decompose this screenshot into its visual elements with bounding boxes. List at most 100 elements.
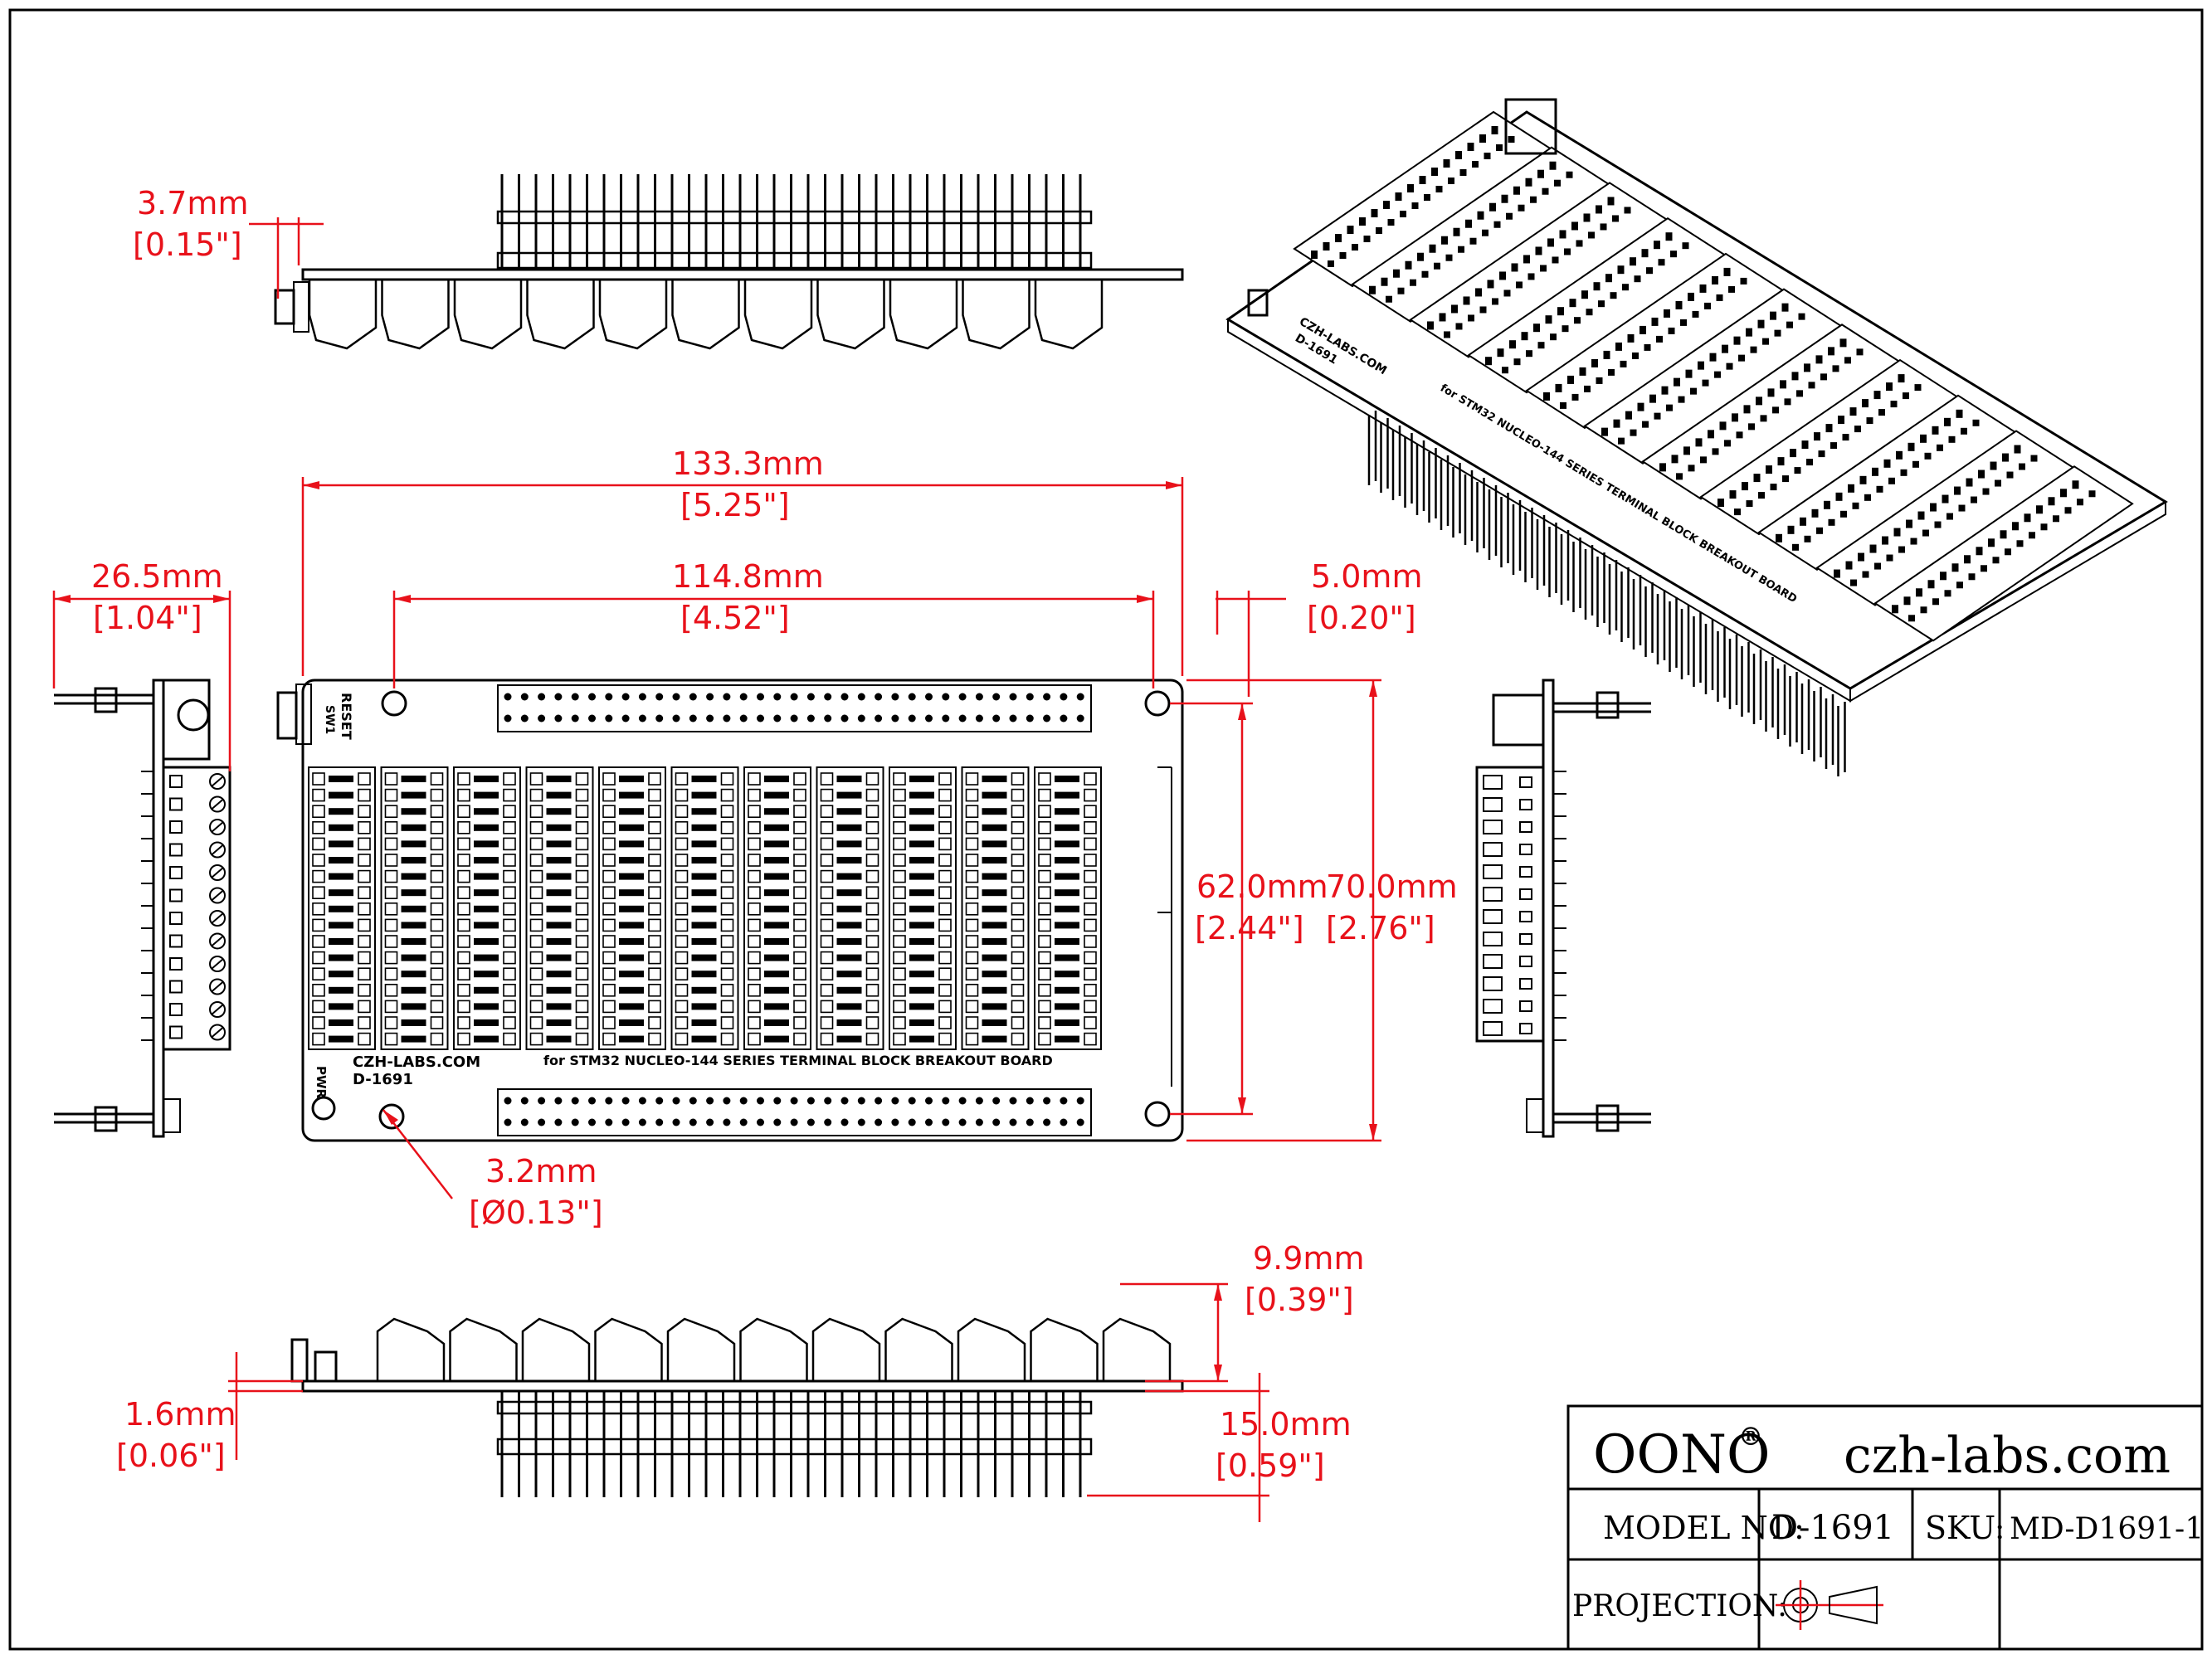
header-pad <box>621 1097 630 1105</box>
header-pad <box>942 693 950 701</box>
iso-terminal-cell <box>1698 361 1704 370</box>
terminal-screw <box>893 854 906 867</box>
header-pad <box>621 693 630 701</box>
terminal-label <box>546 889 572 897</box>
header-pad <box>806 1097 815 1105</box>
terminal-label <box>691 857 717 864</box>
terminal-opening <box>169 1025 183 1039</box>
iso-terminal-cell <box>1748 423 1755 431</box>
terminal-opening <box>1483 887 1503 902</box>
terminal-opening <box>1483 999 1503 1014</box>
terminal-screw <box>893 805 906 819</box>
screw-slot <box>211 798 224 810</box>
terminal-screw <box>312 837 325 851</box>
terminal-label <box>909 873 934 880</box>
terminal-label <box>764 776 789 782</box>
iso-terminal-cell <box>1624 207 1631 214</box>
terminal-label <box>836 954 862 961</box>
terminal-label <box>1055 1019 1079 1026</box>
iso-terminal-cell <box>1733 336 1741 345</box>
terminal-screw <box>865 918 879 932</box>
terminal-label <box>691 954 717 961</box>
terminal-screw <box>965 935 979 948</box>
iso-terminal-cell <box>1883 459 1891 468</box>
terminal-label <box>401 1003 426 1010</box>
terminal-label <box>474 1035 499 1043</box>
terminal-block-side <box>1034 278 1104 350</box>
terminal-screw <box>893 1016 906 1029</box>
terminal-screw <box>1011 1032 1025 1046</box>
terminal-clamp <box>1519 776 1532 788</box>
iso-terminal-cell <box>1411 202 1419 209</box>
reset-switch <box>276 691 298 740</box>
iso-terminal-cell <box>1782 475 1789 483</box>
terminal-screw <box>575 820 589 834</box>
iso-terminal-cell <box>1888 477 1895 484</box>
terminal-label <box>401 808 426 815</box>
terminal-label <box>1055 954 1079 961</box>
terminal-screw <box>358 854 371 867</box>
terminal-screw <box>938 967 952 980</box>
screw-slot <box>211 776 224 787</box>
terminal-screw <box>793 1000 806 1014</box>
iso-terminal-cell <box>1463 296 1470 305</box>
iso-terminal-cell <box>1892 605 1898 614</box>
iso-terminal-cell <box>1397 287 1405 294</box>
iso-reset-switch <box>1247 289 1269 317</box>
iso-terminal-cell <box>1502 367 1508 374</box>
dim-block-mm: 9.9mm <box>1253 1240 1364 1277</box>
iso-terminal-cell <box>1527 273 1535 280</box>
terminal-label <box>909 905 934 912</box>
iso-terminal-cell <box>2048 497 2055 506</box>
terminal-clamp <box>1519 956 1532 967</box>
terminal-label <box>1055 986 1079 994</box>
terminal-label <box>546 776 572 782</box>
terminal-label <box>691 922 717 929</box>
terminal-screw <box>602 820 616 834</box>
terminal-label <box>329 791 353 799</box>
terminal-screw <box>575 918 589 932</box>
iso-terminal-cell <box>1717 499 1724 508</box>
iso-terminal-cell <box>1981 565 1987 572</box>
iso-terminal-cell <box>1767 388 1775 397</box>
terminal-label <box>1055 889 1079 897</box>
terminal-screw <box>1084 869 1097 883</box>
iso-terminal-cell <box>1567 375 1574 384</box>
terminal-label <box>546 840 572 848</box>
terminal-screw <box>793 772 806 786</box>
iso-terminal-cell <box>1794 467 1801 474</box>
iso-terminal-cell <box>1835 492 1843 501</box>
bottom-header-pins <box>496 1391 1093 1497</box>
iso-terminal-cell <box>1791 372 1799 381</box>
iso-terminal-cell <box>1598 300 1605 308</box>
terminal-screw <box>965 984 979 997</box>
terminal-label <box>401 873 426 880</box>
terminal-label <box>1055 1003 1079 1010</box>
terminal-label <box>691 808 717 815</box>
header-pad <box>992 1097 1001 1105</box>
iso-terminal-cell <box>1387 219 1395 226</box>
terminal-label <box>982 791 1007 799</box>
terminal-screw <box>865 1016 879 1029</box>
terminal-screw <box>1011 984 1025 997</box>
terminal-block-side <box>666 1317 736 1381</box>
terminal-label <box>329 986 353 994</box>
header-pad <box>942 714 950 722</box>
iso-terminal-cell <box>1756 397 1762 406</box>
terminal-label <box>474 857 499 864</box>
top-side-view <box>274 174 1184 350</box>
terminal-screw <box>1084 837 1097 851</box>
header-bottom <box>497 1088 1092 1136</box>
iso-terminal-cell <box>1523 255 1530 264</box>
iso-terminal-cell <box>1537 169 1544 178</box>
terminal-screw <box>457 918 470 932</box>
iso-terminal-cell <box>1728 285 1735 293</box>
iso-terminal-cell <box>2036 505 2043 514</box>
terminal-screw <box>720 886 734 899</box>
terminal-label <box>619 971 644 978</box>
header-pad <box>908 693 916 701</box>
terminal-screw <box>529 854 543 867</box>
terminal-block-column <box>308 766 376 1050</box>
terminal-screw <box>209 956 226 972</box>
iso-terminal-cell <box>1347 226 1354 234</box>
